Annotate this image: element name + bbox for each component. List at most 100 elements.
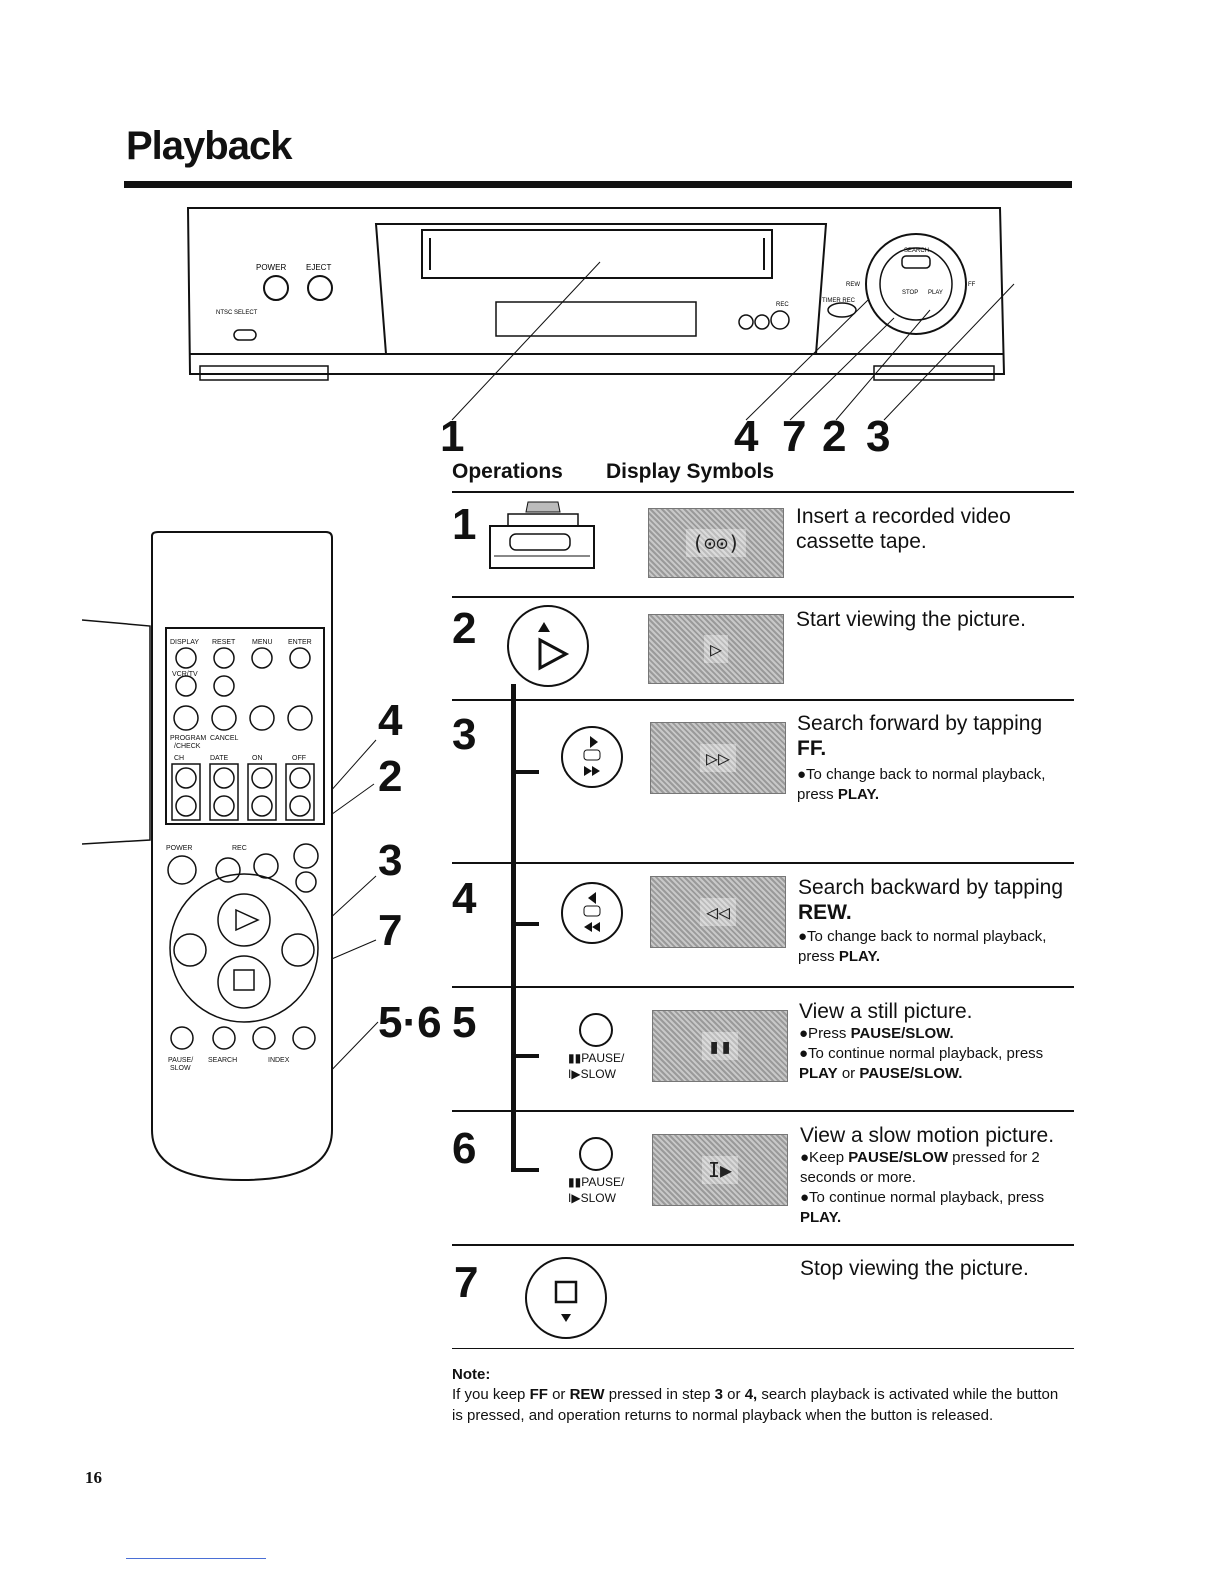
step-2-rule [452, 699, 1074, 701]
step-6-sub1-pre: ●Keep [800, 1149, 845, 1166]
step-5-rule [452, 1110, 1074, 1112]
step-2-number: 2 [452, 604, 477, 653]
remote-ch-label: CH [174, 755, 184, 762]
step-3-number: 3 [452, 710, 477, 759]
flow-connector [511, 684, 516, 1172]
step-4-display-glyph: ◁◁ [699, 898, 737, 926]
step-6-number: 6 [452, 1124, 477, 1173]
step-5-sub2-bold-a: PLAY [799, 1065, 838, 1082]
step-6-description: View a slow motion picture. ●Keep PAUSE/… [800, 1123, 1074, 1228]
note-p4: or [727, 1386, 741, 1403]
step-6-btn-a: ▮▮PAUSE/ [568, 1175, 625, 1189]
flow-arrow-6 [511, 1168, 539, 1172]
remote-rec-label: REC [232, 845, 247, 852]
step-6-text: View a slow motion picture. [800, 1124, 1055, 1147]
rew-button-icon [561, 882, 623, 944]
remote-menu-label: MENU [252, 639, 273, 646]
vcr-eject-label: EJECT [306, 263, 331, 272]
remote-callout-4: 4 [378, 696, 403, 745]
step-6-display: I▶ [652, 1134, 788, 1206]
ff-button-icon [561, 726, 623, 788]
remote-index-label: INDEX [268, 1057, 290, 1064]
step-5-btn-a: ▮▮PAUSE/ [568, 1051, 625, 1065]
cassette-insert-icon [489, 501, 595, 569]
step-3-text: Search forward by tapping [797, 712, 1043, 735]
note-p3: pressed in step [608, 1386, 711, 1403]
step-7-number: 7 [454, 1258, 479, 1307]
note-text: If you keep FF or REW pressed in step 3 … [452, 1384, 1068, 1426]
note-b2: REW [569, 1386, 605, 1403]
remote-pause-label: PAUSE/ [168, 1057, 193, 1064]
step-5-btn-b: I▶SLOW [568, 1067, 616, 1081]
note-p2: or [552, 1386, 566, 1403]
play-button-icon [507, 605, 589, 687]
step-4-rule [452, 986, 1074, 988]
step-6-btn-b: I▶SLOW [568, 1191, 616, 1205]
step-3-text-bold: FF. [797, 737, 827, 760]
vcr-illustration: POWER EJECT NTSC SELECT REC TIMER REC SE… [186, 207, 1006, 381]
note-b3: 3 [714, 1386, 723, 1403]
remote-callout-7: 7 [378, 906, 403, 955]
note-p5: search playback is activated while the b… [452, 1386, 1059, 1424]
remote-illustration: DISPLAY RESET MENU ENTER VCR/TV PROGRAM … [82, 531, 333, 1182]
flow-arrow-3 [511, 770, 539, 774]
step-1-number: 1 [452, 500, 477, 549]
step-3-sub-bold: PLAY. [837, 786, 879, 803]
step-6-sub1-bold: PAUSE/SLOW [848, 1149, 948, 1166]
step-4-text-bold: REW. [798, 901, 852, 924]
stop-button-icon [525, 1257, 607, 1339]
remote-off-label: OFF [292, 755, 306, 762]
step-4-text: Search backward by tapping [798, 876, 1063, 899]
flow-arrow-4 [511, 922, 539, 926]
remote-check-label: /CHECK [174, 743, 201, 750]
remote-reset-label: RESET [212, 639, 236, 646]
vcr-ff-label: FF [968, 282, 976, 288]
remote-display-label: DISPLAY [170, 639, 199, 646]
step-3-display: ▷▷ [650, 722, 786, 794]
step-5-description: View a still picture. ●Press PAUSE/SLOW.… [799, 999, 1074, 1084]
step-3-rule [452, 862, 1074, 864]
operations-header: Operations [452, 460, 563, 483]
header-rule [452, 491, 1074, 493]
step-6-rule [452, 1244, 1074, 1246]
vcr-rec-label: REC [776, 302, 789, 308]
remote-program-label: PROGRAM [170, 735, 206, 742]
step-4-number: 4 [452, 874, 477, 923]
vcr-play-label: PLAY [928, 290, 943, 296]
display-symbols-header: Display Symbols [606, 460, 775, 483]
step-6-sub1-post: pressed for 2 seconds or more. [800, 1149, 1040, 1186]
remote-callout-3: 3 [378, 836, 403, 885]
pause-slow-button-icon [579, 1013, 613, 1047]
title-rule [124, 181, 1072, 188]
step-2-display-glyph: ▷ [703, 635, 729, 663]
vcr-callout-7: 7 [782, 412, 807, 461]
remote-enter-label: ENTER [288, 639, 312, 646]
step-5-display: ▮▮ [652, 1010, 788, 1082]
flow-arrow-5 [511, 1054, 539, 1058]
step-3-sub: ●To change back to normal playback, pres… [797, 766, 1046, 803]
note-p1: If you keep [452, 1386, 526, 1403]
step-6-display-glyph: I▶ [701, 1156, 739, 1184]
step-5-number: 5 [452, 998, 477, 1047]
step-6-sub2: ●To continue normal playback, press [800, 1189, 1045, 1206]
step-1-description: Insert a recorded video cassette tape. [796, 505, 1011, 553]
step-2-description: Start viewing the picture. [796, 608, 1026, 631]
step-5-text: View a still picture. [799, 1000, 973, 1023]
step-6-sub2-bold: PLAY. [800, 1209, 842, 1226]
step-4-description: Search backward by tapping REW. ●To chan… [798, 875, 1068, 967]
step-5-sub2-bold-b: PAUSE/SLOW. [859, 1065, 963, 1082]
vcr-stop-label: STOP [902, 290, 918, 296]
bottom-link-line [126, 1558, 266, 1559]
step-4-display: ◁◁ [650, 876, 786, 948]
page-number: 16 [85, 1468, 102, 1487]
note-b1: FF [529, 1386, 548, 1403]
remote-on-label: ON [252, 755, 263, 762]
vcr-rew-label: REW [846, 282, 860, 288]
pause-slow-hold-button-icon [579, 1137, 613, 1171]
step-5-sub2: ●To continue normal playback, press [799, 1045, 1044, 1062]
step-1-rule [452, 596, 1074, 598]
vcr-callout-1: 1 [440, 412, 465, 461]
step-3-display-glyph: ▷▷ [699, 744, 737, 772]
remote-date-label: DATE [210, 755, 228, 762]
note-b4: 4, [744, 1386, 758, 1403]
